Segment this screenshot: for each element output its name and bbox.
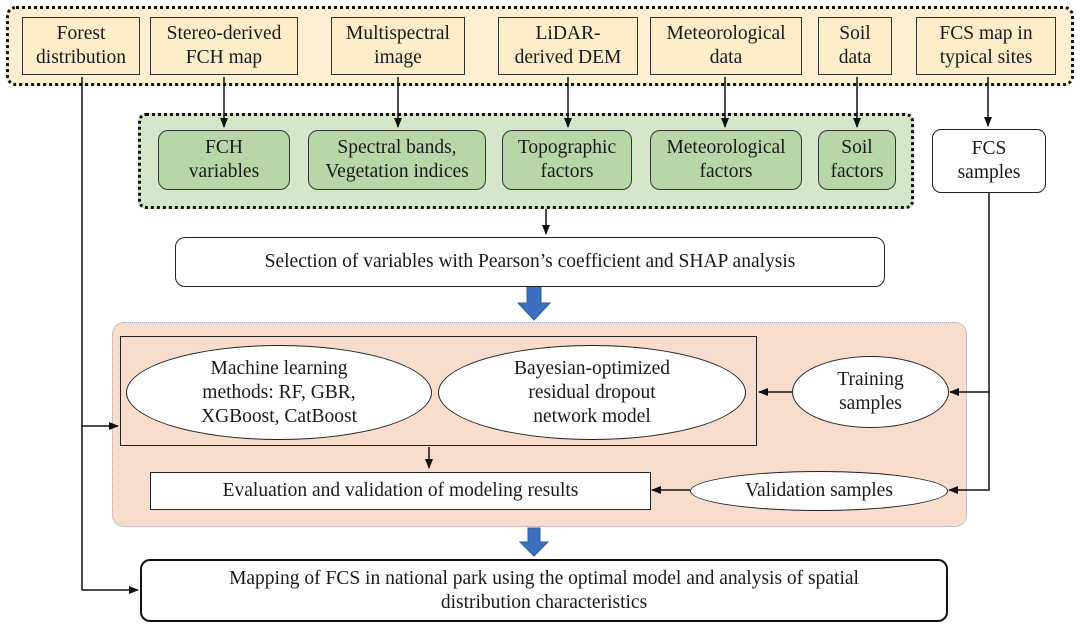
validation-samples-ellipse: Validation samples: [690, 471, 948, 511]
variable-meteorological: Meteorological factors: [650, 130, 802, 190]
arrow-forest-to-models: [81, 77, 119, 430]
fcs-samples-box: FCS samples: [932, 129, 1046, 193]
variable-spectral-indices: Spectral bands, Vegetation indices: [308, 130, 486, 190]
variable-soil: Soil factors: [818, 130, 896, 190]
arrow-samples-to-training: [949, 193, 990, 396]
ml-methods-ellipse: Machine learning methods: RF, GBR, XGBoo…: [126, 345, 432, 440]
source-soil-data: Soil data: [818, 17, 892, 75]
evaluation-box: Evaluation and validation of modeling re…: [150, 472, 651, 510]
source-stereo-fch-map: Stereo-derived FCH map: [150, 17, 298, 75]
models-frame: [120, 336, 757, 446]
source-meteorological-data: Meteorological data: [650, 17, 802, 75]
variable-fch: FCH variables: [158, 130, 290, 190]
source-multispectral-image: Multispectral image: [331, 17, 465, 75]
arrow-samples-to-validation: [948, 392, 990, 494]
training-samples-ellipse: Training samples: [792, 356, 949, 428]
arrow-forest-to-mapping: [81, 426, 139, 594]
variable-topographic: Topographic factors: [502, 130, 632, 190]
source-forest-distribution: Forest distribution: [22, 17, 140, 75]
flow-arrow-2: [518, 527, 550, 557]
source-fcs-map: FCS map in typical sites: [916, 17, 1056, 75]
flow-arrow-1: [516, 283, 552, 321]
source-lidar-dem: LiDAR- derived DEM: [498, 17, 638, 75]
bayesian-model-ellipse: Bayesian-optimized residual dropout netw…: [438, 345, 746, 440]
variable-selection-box: Selection of variables with Pearson’s co…: [175, 237, 885, 287]
mapping-result-box: Mapping of FCS in national park using th…: [140, 559, 948, 622]
